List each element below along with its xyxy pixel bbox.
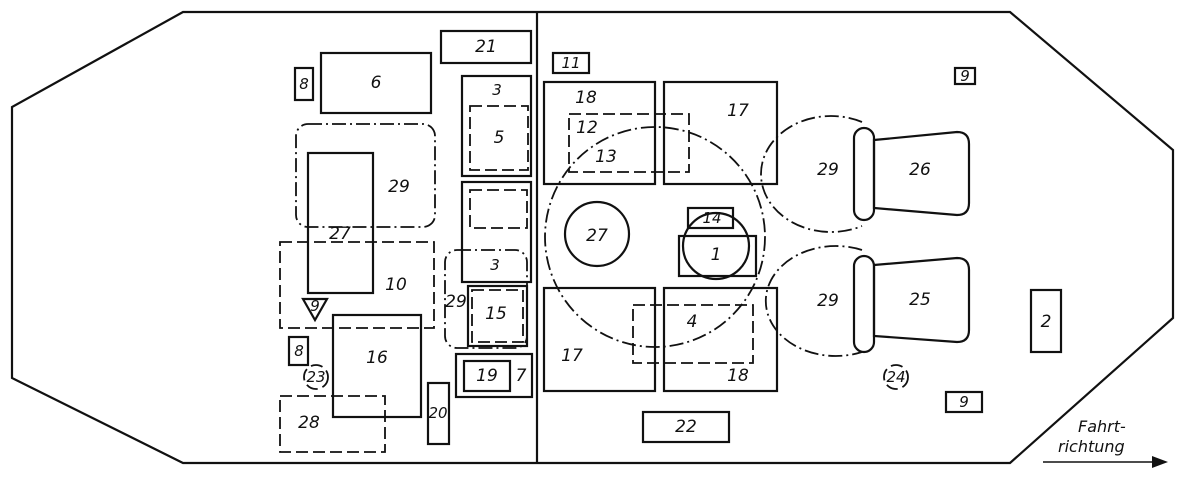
label-27-right: 27 bbox=[586, 226, 608, 246]
label-8-bottom: 8 bbox=[294, 342, 304, 360]
box-9-top-right bbox=[953, 66, 977, 86]
label-29-left-top: 29 bbox=[388, 177, 410, 197]
label-9-top-right: 9 bbox=[960, 67, 970, 85]
label-28: 28 bbox=[298, 413, 320, 433]
label-17-top: 17 bbox=[727, 101, 749, 121]
label-7: 7 bbox=[516, 366, 527, 386]
box-21 bbox=[439, 29, 533, 65]
label-14: 14 bbox=[702, 209, 721, 227]
label-11: 11 bbox=[561, 54, 580, 72]
seat-25-back bbox=[852, 254, 876, 354]
label-26: 26 bbox=[909, 160, 931, 180]
box-3-top bbox=[460, 74, 533, 178]
label-29-right-top: 29 bbox=[817, 160, 839, 180]
label-25: 25 bbox=[909, 290, 931, 310]
box-6 bbox=[319, 51, 433, 115]
label-15: 15 bbox=[485, 304, 507, 324]
box-3-inner-dashed bbox=[469, 189, 528, 229]
marker-9-triangle bbox=[301, 297, 329, 323]
label-29-right-bottom: 29 bbox=[817, 291, 839, 311]
direction-arrow-head bbox=[1152, 456, 1168, 468]
box-18-bottom bbox=[662, 286, 779, 393]
box-15-inner bbox=[471, 289, 524, 343]
box-19 bbox=[462, 359, 512, 393]
box-15 bbox=[466, 284, 529, 348]
seat-26 bbox=[872, 130, 971, 217]
label-2: 2 bbox=[1041, 312, 1052, 332]
box-9-bottom-right bbox=[944, 390, 984, 414]
label-6: 6 bbox=[371, 73, 382, 93]
box-20 bbox=[426, 381, 451, 446]
zone-29-right-top bbox=[760, 115, 863, 233]
hull-outline bbox=[10, 10, 1175, 465]
label-22: 22 bbox=[675, 417, 697, 437]
zone-29-right-bottom bbox=[764, 245, 863, 357]
box-2 bbox=[1029, 288, 1063, 354]
seat-25 bbox=[872, 256, 971, 344]
zone-29-left-top bbox=[295, 123, 436, 228]
marker-24-circle bbox=[883, 364, 909, 390]
label-12: 12 bbox=[576, 118, 598, 138]
label-18-top: 18 bbox=[575, 88, 597, 108]
box-17-top bbox=[662, 80, 779, 186]
circle-1 bbox=[681, 211, 751, 281]
label-21: 21 bbox=[475, 37, 497, 57]
label-18-bottom: 18 bbox=[727, 366, 749, 386]
box-22 bbox=[641, 410, 731, 444]
box-16 bbox=[331, 313, 423, 419]
label-24: 24 bbox=[886, 368, 905, 386]
label-23: 23 bbox=[306, 368, 325, 386]
label-9-left: 9 bbox=[310, 297, 320, 315]
box-1 bbox=[677, 234, 758, 278]
direction-label-line2: richtung bbox=[1058, 437, 1125, 456]
box-12-13 bbox=[568, 113, 690, 173]
marker-23-circle bbox=[303, 364, 329, 390]
circle-27 bbox=[563, 200, 631, 268]
box-8-top bbox=[293, 66, 315, 102]
label-13: 13 bbox=[595, 147, 617, 167]
box-17-bottom bbox=[542, 286, 657, 393]
seat-26-back bbox=[852, 126, 876, 222]
label-17-bottom: 17 bbox=[561, 346, 583, 366]
direction-label-line1: Fahrt- bbox=[1078, 417, 1126, 436]
box-10 bbox=[279, 241, 435, 329]
box-7 bbox=[454, 352, 534, 399]
label-19: 19 bbox=[476, 366, 498, 386]
label-8-top: 8 bbox=[299, 75, 309, 93]
box-11 bbox=[551, 51, 591, 75]
box-18-top bbox=[542, 80, 657, 186]
box-8-bottom bbox=[287, 335, 310, 367]
label-16: 16 bbox=[366, 348, 388, 368]
label-3-top: 3 bbox=[492, 81, 502, 99]
box-4 bbox=[632, 304, 754, 364]
box-28 bbox=[279, 395, 386, 453]
label-3-mid: 3 bbox=[490, 256, 500, 274]
box-5 bbox=[469, 105, 529, 171]
zone-29-left-mid bbox=[444, 249, 528, 349]
label-20: 20 bbox=[428, 404, 447, 422]
label-29-left-mid: 29 bbox=[445, 292, 467, 312]
box-3-upper-block bbox=[460, 180, 533, 284]
label-10: 10 bbox=[385, 275, 407, 295]
label-1: 1 bbox=[711, 245, 722, 265]
box-27-left bbox=[306, 151, 375, 295]
label-4: 4 bbox=[687, 312, 698, 332]
label-27-left: 27 bbox=[329, 224, 351, 244]
label-9-bottom-right: 9 bbox=[959, 393, 969, 411]
label-5: 5 bbox=[494, 128, 505, 148]
